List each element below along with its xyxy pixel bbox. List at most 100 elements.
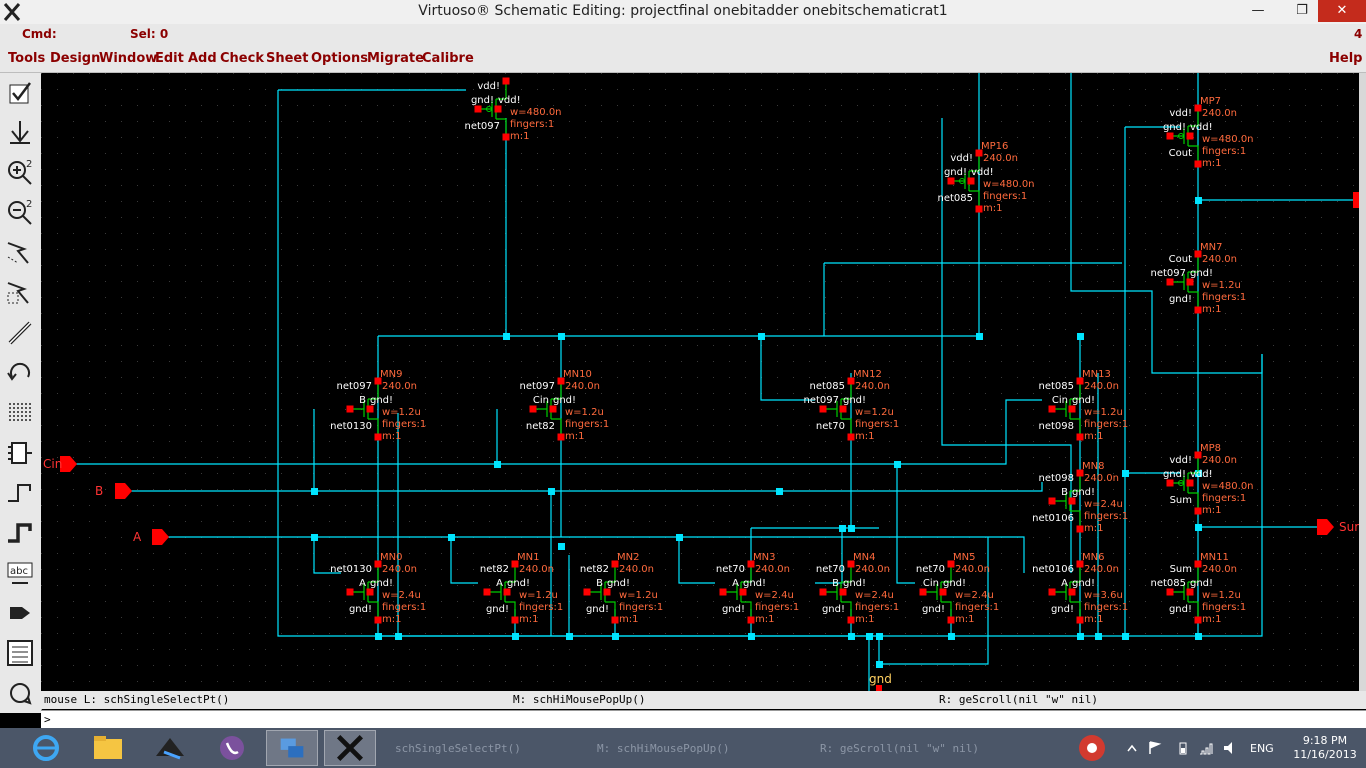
nmos-transistor-mn7[interactable]: MN7240.0nCoutnet097gnd!gnd!w=1.2ufingers… xyxy=(1151,242,1247,315)
minimize-button[interactable]: — xyxy=(1251,3,1265,18)
nmos-transistor-mn8[interactable]: MN8240.0nnet098Bnet0106gnd!w=2.4ufingers… xyxy=(1032,461,1128,534)
drain-net: net097 xyxy=(520,381,556,392)
nmos-transistor-mn11[interactable]: MN11240.0nSumnet085gnd!gnd!w=1.2ufingers… xyxy=(1151,552,1247,625)
ie-icon[interactable] xyxy=(20,730,72,766)
nmos-transistor-mn2[interactable]: MN2240.0nnet82Bgnd!gnd!w=1.2ufingers:1m:… xyxy=(580,552,663,625)
pin-icon[interactable] xyxy=(4,597,36,629)
nmos-transistor-mn0[interactable]: MN0240.0nnet0130Agnd!gnd!w=2.4ufingers:1… xyxy=(330,552,426,625)
device-width: w=1.2u xyxy=(565,407,604,418)
language-indicator[interactable]: ENG xyxy=(1250,742,1274,755)
wire-wide-icon[interactable] xyxy=(4,517,36,549)
check-icon[interactable] xyxy=(4,77,36,109)
viber-icon[interactable] xyxy=(206,730,258,766)
device-multiplier: m:1 xyxy=(1202,505,1221,516)
repeat-icon[interactable] xyxy=(4,677,36,709)
drain-net: vdd! xyxy=(477,81,500,92)
device-length: 240.0n xyxy=(1084,473,1119,484)
instance-icon[interactable] xyxy=(4,437,36,469)
menu-sheet[interactable]: Sheet xyxy=(266,51,309,66)
close-button[interactable]: ✕ xyxy=(1318,0,1366,22)
pin-b[interactable]: B xyxy=(95,483,132,499)
device-name: MN12 xyxy=(853,369,882,380)
system-tray-icons[interactable] xyxy=(1126,740,1236,756)
maximize-button[interactable]: ❐ xyxy=(1296,3,1308,18)
device-multiplier: m:1 xyxy=(1084,614,1103,625)
pins-icon[interactable] xyxy=(4,397,36,429)
nmos-transistor-mn1[interactable]: MN1240.0nnet82Agnd!gnd!w=1.2ufingers:1m:… xyxy=(480,552,563,625)
pin-cin[interactable]: Cin xyxy=(43,456,77,472)
stretch-icon[interactable] xyxy=(4,237,36,269)
bulk-net: gnd! xyxy=(1190,268,1213,279)
nmos-transistor-mn10[interactable]: MN10240.0nnet097Cinnet82gnd!w=1.2ufinger… xyxy=(520,369,610,442)
folder-icon[interactable] xyxy=(82,730,134,766)
device-fingers: fingers:1 xyxy=(1202,292,1246,303)
device-name: MP16 xyxy=(981,141,1008,152)
undo-icon[interactable] xyxy=(4,357,36,389)
wire-icon[interactable] xyxy=(4,317,36,349)
menu-check[interactable]: Check xyxy=(220,51,264,66)
nmos-transistor-mn13[interactable]: MN13240.0nnet085Cinnet098gnd!w=1.2ufinge… xyxy=(1039,369,1129,442)
app-icon[interactable] xyxy=(144,730,196,766)
pmos-transistor-mp8[interactable]: MP8240.0nvdd!gnd!Sumvdd!w=480.0nfingers:… xyxy=(1163,443,1254,516)
device-name: MP7 xyxy=(1200,96,1221,107)
menu-tools[interactable]: Tools xyxy=(8,51,46,66)
source-net: net0130 xyxy=(330,421,372,432)
pin-out-right[interactable] xyxy=(1353,192,1359,208)
menu-edit[interactable]: Edit xyxy=(155,51,184,66)
device-width: w=2.4u xyxy=(382,590,421,601)
device-fingers: fingers:1 xyxy=(1084,602,1128,613)
zoom-in-icon[interactable]: 2 xyxy=(4,157,36,189)
nmos-transistor-mn3[interactable]: MN3240.0nnet70Agnd!gnd!w=2.4ufingers:1m:… xyxy=(716,552,799,625)
x-logo-icon xyxy=(3,3,21,21)
save-icon[interactable] xyxy=(4,117,36,149)
menu-migrate[interactable]: Migrate xyxy=(367,51,424,66)
device-name: MN3 xyxy=(753,552,775,563)
cmd-number: 4 xyxy=(1354,27,1363,41)
menu-help[interactable]: Help xyxy=(1329,51,1363,66)
pin-gnd[interactable]: gnd xyxy=(869,672,892,691)
bulk-net: gnd! xyxy=(1072,578,1095,589)
menu-add[interactable]: Add xyxy=(188,51,217,66)
device-name: MN10 xyxy=(563,369,592,380)
menu-window[interactable]: Window xyxy=(99,51,158,66)
svg-text:gnd: gnd xyxy=(869,672,892,686)
label-icon[interactable]: abc xyxy=(4,557,36,589)
nmos-transistor-mn12[interactable]: MN12240.0nnet085net097net70gnd!w=1.2ufin… xyxy=(804,369,900,442)
bulk-net: gnd! xyxy=(1072,395,1095,406)
command-input[interactable]: > xyxy=(41,710,1366,729)
svg-text:2: 2 xyxy=(26,159,32,170)
tray-app-icon[interactable] xyxy=(1064,730,1120,766)
wire-narrow-icon[interactable] xyxy=(4,477,36,509)
network-app-icon[interactable] xyxy=(266,730,318,766)
drain-net: net70 xyxy=(916,564,945,575)
source-net: gnd! xyxy=(349,604,372,615)
device-length: 240.0n xyxy=(855,381,890,392)
copy-icon[interactable] xyxy=(4,277,36,309)
menu-options[interactable]: Options xyxy=(311,51,368,66)
vertical-scrollbar[interactable] xyxy=(1359,73,1366,691)
pmos-transistor-mp7[interactable]: MP7240.0nvdd!gnd!Coutvdd!w=480.0nfingers… xyxy=(1163,96,1254,169)
device-width: w=3.6u xyxy=(1084,590,1123,601)
pin-a[interactable]: A xyxy=(133,529,169,545)
bulk-net: gnd! xyxy=(553,395,576,406)
x-server-icon[interactable] xyxy=(324,730,376,766)
device-fingers: fingers:1 xyxy=(1084,419,1128,430)
bulk-net: gnd! xyxy=(370,578,393,589)
nmos-transistor-mn9[interactable]: MN9240.0nnet097Bnet0130gnd!w=1.2ufingers… xyxy=(330,369,426,442)
device-multiplier: m:1 xyxy=(855,431,874,442)
nmos-transistor-mn6[interactable]: MN6240.0nnet0106Agnd!gnd!w=3.6ufingers:1… xyxy=(1032,552,1128,625)
clock[interactable]: 9:18 PM 11/16/2013 xyxy=(1290,734,1360,762)
menu-calibre[interactable]: Calibre xyxy=(422,51,474,66)
device-width: w=1.2u xyxy=(619,590,658,601)
zoom-out-icon[interactable]: 2 xyxy=(4,197,36,229)
menu-design[interactable]: Design xyxy=(50,51,101,66)
pmos-transistor-mp16[interactable]: MP16240.0nvdd!gnd!net085vdd!w=480.0nfing… xyxy=(938,141,1035,214)
nmos-transistor-mn5[interactable]: MN5240.0nnet70Cingnd!gnd!w=2.4ufingers:1… xyxy=(916,552,999,625)
nmos-transistor-mn4[interactable]: MN4240.0nnet70Bgnd!gnd!w=2.4ufingers:1m:… xyxy=(816,552,899,625)
drain-net: net82 xyxy=(580,564,609,575)
property-icon[interactable] xyxy=(4,637,36,669)
drain-net: Cout xyxy=(1169,254,1192,265)
